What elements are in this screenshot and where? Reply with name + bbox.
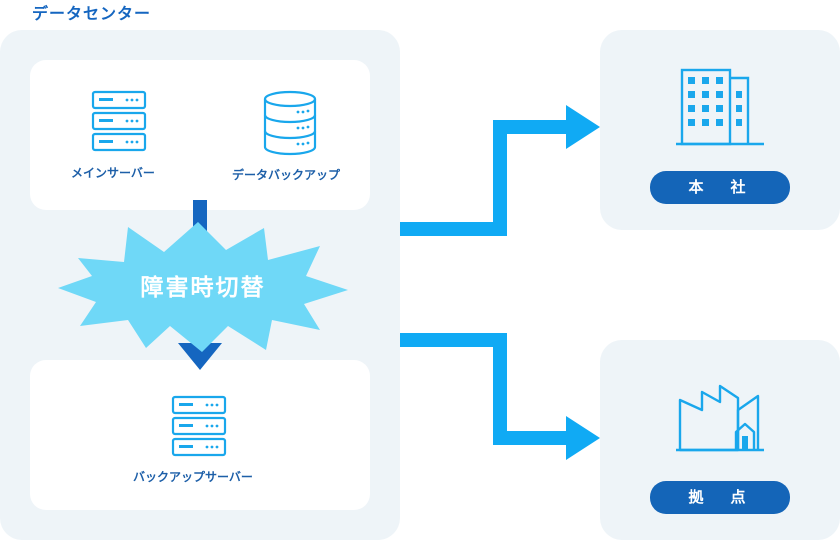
primary-servers-card (30, 60, 370, 210)
building-icon (676, 68, 764, 146)
main-server-label: メインサーバー (71, 166, 155, 180)
server-icon (171, 395, 227, 457)
failover-label: 障害時切替 (140, 275, 266, 301)
factory-icon (676, 384, 764, 452)
data-backup-label: データバックアップ (232, 168, 341, 182)
server-icon (91, 90, 147, 152)
database-icon (263, 90, 317, 156)
datacenter-title: データセンター (32, 4, 152, 23)
head-office-label: 本 社 (650, 171, 790, 204)
backup-server-label: バックアップサーバー (133, 470, 253, 484)
connection-arrows (400, 105, 600, 460)
failover-burst (58, 222, 348, 352)
branch-label: 拠 点 (650, 481, 790, 514)
